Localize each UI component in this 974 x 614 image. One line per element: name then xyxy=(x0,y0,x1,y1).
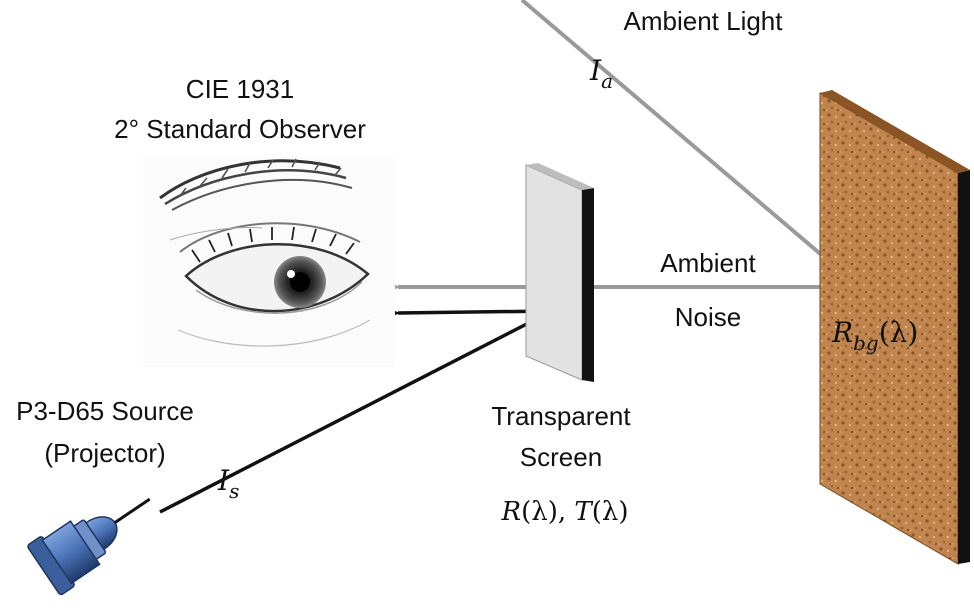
observer-label-line1: CIE 1931 xyxy=(186,74,294,104)
screen-formula-end: (λ) xyxy=(592,497,629,527)
transparent-screen xyxy=(525,163,594,382)
screen-formula-mid: (λ), xyxy=(521,497,574,527)
ambient-light-label: Ambient Light xyxy=(624,6,784,36)
source-intensity-label: Is xyxy=(217,464,239,503)
screen-label-line2: Screen xyxy=(520,442,602,472)
source-label-line2: (Projector) xyxy=(44,438,165,468)
source-ray-incoming xyxy=(159,309,553,514)
ambient-intensity-label: Ia xyxy=(589,54,613,93)
observer-label-line2: 2° Standard Observer xyxy=(114,114,366,144)
ambient-noise-label-line1: Ambient xyxy=(660,248,756,278)
background-reflectance-sub: bg xyxy=(853,331,879,355)
screen-formula: R(λ), T(λ) xyxy=(501,497,629,527)
ambient-noise-label-line2: Noise xyxy=(675,302,741,332)
ambient-intensity-sub: a xyxy=(601,69,613,93)
ambient-intensity-symbol: I xyxy=(589,54,602,87)
cork-background-panel xyxy=(819,90,970,565)
screen-label-line1: Transparent xyxy=(491,401,631,431)
projector-icon xyxy=(27,497,151,596)
background-reflectance-arg: (λ) xyxy=(879,316,919,349)
background-reflectance-symbol: R xyxy=(831,316,853,349)
ambient-light-ray xyxy=(520,0,860,288)
source-intensity-sub: s xyxy=(229,479,239,503)
background-reflectance-label: Rbg(λ) xyxy=(831,316,918,355)
source-intensity-symbol: I xyxy=(217,464,230,497)
screen-formula-T: T xyxy=(574,497,593,527)
eye-icon xyxy=(143,157,395,367)
source-label-line1: P3-D65 Source xyxy=(16,396,194,426)
screen-formula-R: R xyxy=(501,497,522,527)
